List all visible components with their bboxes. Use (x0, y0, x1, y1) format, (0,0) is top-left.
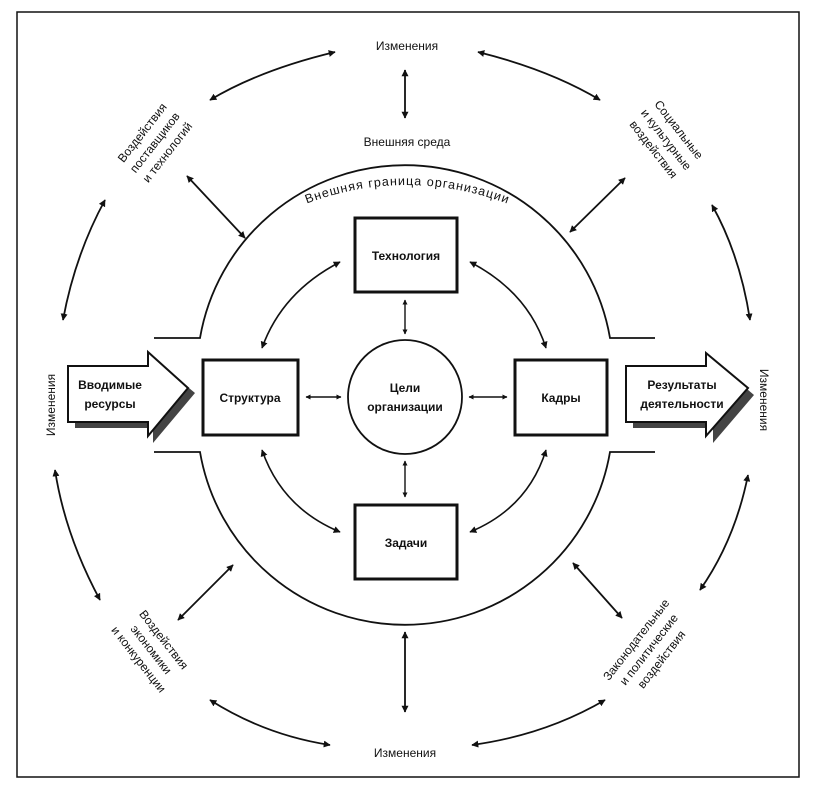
outer-frame (16, 11, 800, 778)
inputs-label-line2: ресурсы (84, 397, 135, 411)
personnel-box: Кадры (513, 358, 609, 437)
tasks-box: Задачи (353, 503, 459, 581)
outputs-label-line2: деятельности (640, 397, 723, 411)
goals-label-line2: организации (367, 400, 443, 414)
changes-top-label: Изменения (376, 39, 438, 53)
inputs-arrow: Вводимые ресурсы (67, 349, 195, 443)
structure-label: Структура (219, 391, 280, 405)
inner-arrows (260, 261, 548, 533)
small-arrows (305, 299, 508, 498)
external-environment-label: Внешняя среда (364, 135, 451, 149)
social-influence-label: Социальные и культурные воздействия (627, 97, 707, 181)
changes-right-label: Изменения (757, 369, 771, 431)
goals-label-line1: Цели (390, 381, 421, 395)
structure-box: Структура (201, 358, 300, 437)
changes-left-label: Изменения (44, 374, 58, 436)
inputs-label-line1: Вводимые (78, 378, 142, 392)
changes-bottom-label: Изменения (374, 746, 436, 760)
suppliers-influence-label: Воздействия поставщиков и технологий (115, 100, 195, 185)
technology-label: Технология (372, 249, 440, 263)
organization-boundary (154, 164, 655, 626)
personnel-label: Кадры (541, 391, 580, 405)
technology-box: Технология (353, 216, 459, 294)
tasks-label: Задачи (385, 536, 428, 550)
legal-influence-label: Законодательные и политические воздейств… (600, 596, 688, 691)
goals-circle: Цели организации (347, 339, 463, 455)
outputs-arrow: Результаты деятельности (625, 350, 754, 443)
outputs-label-line1: Результаты (647, 378, 716, 392)
environment-arrows (52, 50, 753, 748)
